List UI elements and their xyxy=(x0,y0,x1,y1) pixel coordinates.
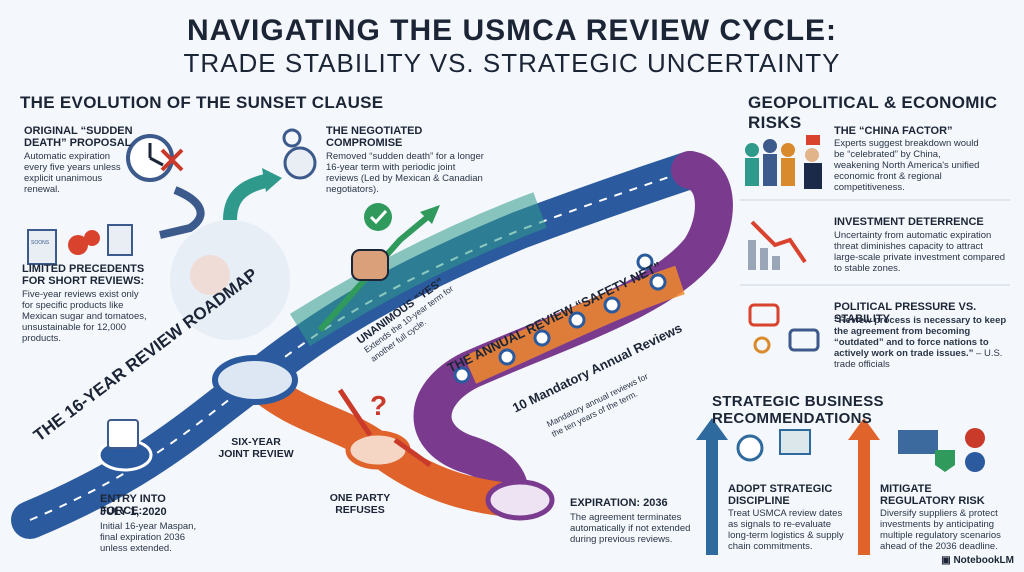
investment-text: Uncertainty from automatic expiration th… xyxy=(834,230,1006,274)
entry-title-1: ENTRY INTO FORCE: xyxy=(100,493,166,517)
annual-pin-6 xyxy=(636,253,654,271)
precedents-text: Five-year reviews exist only for specifi… xyxy=(22,289,147,344)
gear-icon xyxy=(282,128,302,148)
mitigate-text: Diversify suppliers & protect investment… xyxy=(880,508,1001,552)
sugar-label: SOONS xyxy=(31,240,50,246)
map-icon xyxy=(779,429,811,455)
refuses-label: ONE PARTY REFUSES xyxy=(329,492,391,516)
adopt-title: ADOPT STRATEGIC DISCIPLINE xyxy=(728,483,833,507)
up-arrow-adopt-icon xyxy=(696,418,728,555)
road-lane-blue xyxy=(29,169,691,521)
annual-review-pins xyxy=(453,253,667,384)
shield-icon xyxy=(935,450,955,472)
china-factor-title: THE “CHINA FACTOR” xyxy=(834,125,953,137)
road-green xyxy=(289,192,547,347)
compromise-text: Removed “sudden death” for a longer 16-y… xyxy=(326,151,484,195)
logo-icon: ▣ xyxy=(941,555,954,566)
annual-pin-3 xyxy=(533,329,551,347)
down-arrow-icon xyxy=(337,388,373,437)
risks-section-title: GEOPOLITICAL & ECONOMIC RISKS xyxy=(748,93,998,132)
declining-chart-icon xyxy=(748,220,807,270)
page-title: NAVIGATING THE USMCA REVIEW CYCLE: xyxy=(186,14,838,47)
expiration-title: EXPIRATION: 2036 xyxy=(570,497,668,509)
annual-pin-2 xyxy=(498,348,516,366)
annual-pin-1 xyxy=(453,366,471,384)
containers-icon xyxy=(898,430,938,454)
sunset-section-title: THE EVOLUTION OF THE SUNSET CLAUSE xyxy=(20,93,384,112)
six-year-marker xyxy=(212,355,298,405)
refuses-marker xyxy=(345,430,411,470)
entry-title-2: JULY 1, 2020 xyxy=(100,506,167,518)
check-icon xyxy=(364,203,392,231)
us-flag-icon xyxy=(965,428,985,448)
tomato-icon xyxy=(68,235,88,255)
annual-pin-5 xyxy=(603,296,621,314)
compass-icon xyxy=(736,434,764,462)
mitigate-title: MITIGATE REGULATORY RISK xyxy=(880,483,985,507)
question-icon: ? xyxy=(370,390,387,421)
calendar-icon xyxy=(107,419,139,449)
china-factor-text: Experts suggest breakdown would be “cele… xyxy=(834,138,980,193)
official-icon xyxy=(805,148,819,162)
people-icon xyxy=(745,139,795,186)
left-arrow-icon xyxy=(159,186,205,239)
precedents-title: LIMITED PRECEDENTS FOR SHORT REVIEWS: xyxy=(22,263,145,287)
notebooklm-logo: ▣ NotebookLM xyxy=(941,555,1014,566)
growth-arrow-icon xyxy=(317,212,432,332)
arm-wrestle-icon xyxy=(351,249,389,281)
page-subtitle: TRADE STABILITY VS. STRATEGIC UNCERTAINT… xyxy=(183,48,841,78)
recommendations-section-title: STRATEGIC BUSINESS RECOMMENDATIONS xyxy=(712,393,884,427)
pressure-attribution: – U.S. trade officials xyxy=(834,348,1003,370)
logo-text: NotebookLM xyxy=(953,555,1014,566)
sugar-box-icon xyxy=(27,229,57,265)
original-proposal-text: Automatic expiration every five years un… xyxy=(24,151,121,195)
handshake-icon xyxy=(283,146,317,180)
curve-arrow-icon xyxy=(223,173,272,221)
six-year-review-label: SIX-YEAR JOINT REVIEW xyxy=(218,436,294,460)
pressure-quote: “Review process is necessary to keep the… xyxy=(834,315,1007,359)
speech-bubbles-icon xyxy=(748,303,820,354)
pressure-quote-block: “Review process is necessary to keep the… xyxy=(834,315,1009,370)
can-icon xyxy=(107,224,133,256)
uk-flag-icon xyxy=(965,452,985,472)
pressure-title: POLITICAL PRESSURE VS. STABILITY xyxy=(834,301,977,325)
pie-decor-icon xyxy=(190,255,230,295)
bg-circle xyxy=(170,220,290,340)
investment-title: INVESTMENT DETERRENCE xyxy=(834,216,984,228)
china-flag-icon xyxy=(806,135,820,145)
adopt-text: Treat USMCA review dates as signals to r… xyxy=(728,508,844,552)
expiration-text: The agreement terminates automatically i… xyxy=(570,512,691,545)
compromise-title: THE NEGOTIATED COMPROMISE xyxy=(326,125,423,149)
annual-pin-7 xyxy=(649,273,667,291)
annual-pin-4 xyxy=(568,311,586,329)
entry-text: Initial 16-year Maspan, final expiration… xyxy=(100,521,197,554)
original-proposal-title: ORIGINAL “SUDDEN DEATH” PROPOSAL xyxy=(24,125,133,149)
expiration-marker xyxy=(485,479,555,521)
up-arrow-mitigate-icon xyxy=(848,418,880,555)
